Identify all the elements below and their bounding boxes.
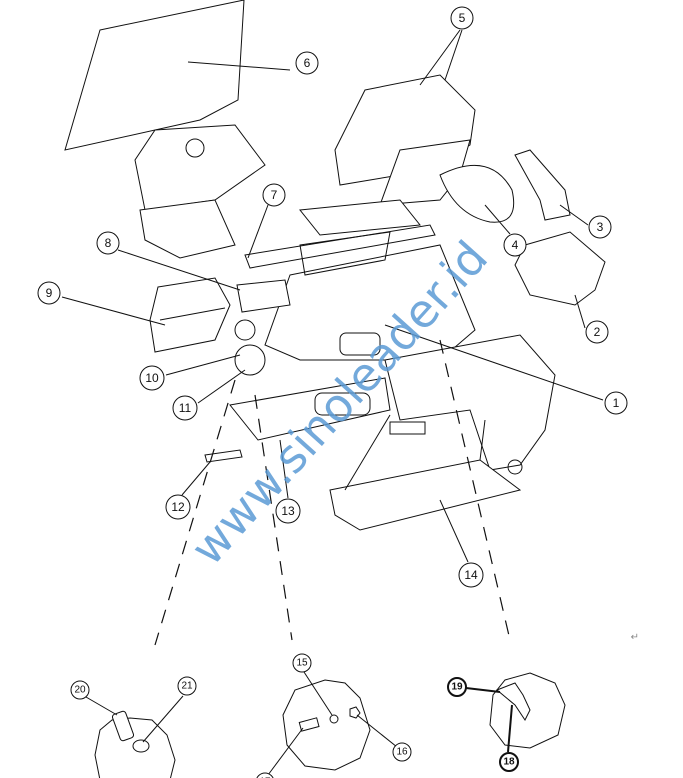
callout-10: 10 bbox=[139, 365, 165, 391]
part-12-clip bbox=[204, 449, 243, 463]
svg-text:9: 9 bbox=[46, 286, 53, 300]
svg-text:12: 12 bbox=[171, 500, 185, 514]
svg-text:11: 11 bbox=[179, 401, 192, 415]
paragraph-mark: ↵ bbox=[630, 632, 639, 643]
detail-view-20-21 bbox=[85, 695, 184, 778]
part-10-11-motor bbox=[234, 319, 266, 376]
callout-18: 18 bbox=[499, 752, 519, 772]
callout-12: 12 bbox=[165, 494, 191, 520]
svg-text:4: 4 bbox=[512, 238, 519, 252]
svg-text:18: 18 bbox=[503, 757, 515, 768]
part-3-bracket bbox=[514, 149, 571, 221]
svg-text:7: 7 bbox=[271, 188, 278, 202]
callout-9: 9 bbox=[37, 281, 61, 305]
callout-8: 8 bbox=[96, 231, 120, 255]
leader-lines bbox=[61, 29, 604, 563]
callout-5: 5 bbox=[450, 6, 474, 30]
svg-text:20: 20 bbox=[74, 685, 86, 696]
callout-17: 17 bbox=[256, 772, 274, 778]
part-13-tray bbox=[229, 377, 391, 441]
svg-text:16: 16 bbox=[396, 747, 408, 758]
callout-14: 14 bbox=[458, 562, 484, 588]
callout-15: 15 bbox=[292, 653, 312, 673]
svg-text:3: 3 bbox=[597, 220, 604, 234]
detail-view-18-19 bbox=[465, 672, 566, 753]
svg-text:21: 21 bbox=[181, 681, 193, 692]
callout-6: 6 bbox=[295, 51, 319, 75]
callouts: 1 2 3 4 5 6 7 8 9 10 11 12 13 14 15 16 1… bbox=[37, 6, 628, 778]
part-bracket-left bbox=[134, 124, 266, 259]
callout-3: 3 bbox=[588, 215, 612, 239]
callout-13: 13 bbox=[275, 498, 301, 524]
svg-text:15: 15 bbox=[296, 658, 308, 669]
svg-text:10: 10 bbox=[145, 371, 159, 385]
svg-text:5: 5 bbox=[459, 11, 466, 25]
callout-7: 7 bbox=[262, 183, 286, 207]
callout-1: 1 bbox=[604, 391, 628, 415]
callout-20: 20 bbox=[70, 680, 90, 700]
part-2-cover bbox=[514, 231, 606, 306]
callout-19: 19 bbox=[447, 677, 467, 697]
svg-text:19: 19 bbox=[451, 682, 463, 693]
svg-text:14: 14 bbox=[464, 568, 478, 582]
svg-text:1: 1 bbox=[613, 396, 620, 410]
callout-2: 2 bbox=[585, 320, 609, 344]
svg-text:8: 8 bbox=[105, 236, 112, 250]
projection-lines bbox=[154, 339, 511, 646]
callout-4: 4 bbox=[503, 233, 527, 257]
part-8-box bbox=[236, 279, 291, 313]
svg-text:2: 2 bbox=[594, 325, 601, 339]
part-9-bracket bbox=[149, 277, 231, 353]
part-6-top-cover bbox=[64, 0, 291, 151]
svg-text:13: 13 bbox=[281, 504, 295, 518]
part-4-cover bbox=[439, 164, 515, 223]
callout-11: 11 bbox=[172, 395, 198, 421]
svg-text:17: 17 bbox=[259, 777, 271, 778]
svg-text:6: 6 bbox=[304, 56, 311, 70]
detail-view-15-16-17 bbox=[267, 671, 398, 776]
callout-21: 21 bbox=[177, 676, 197, 696]
callout-16: 16 bbox=[392, 742, 412, 762]
